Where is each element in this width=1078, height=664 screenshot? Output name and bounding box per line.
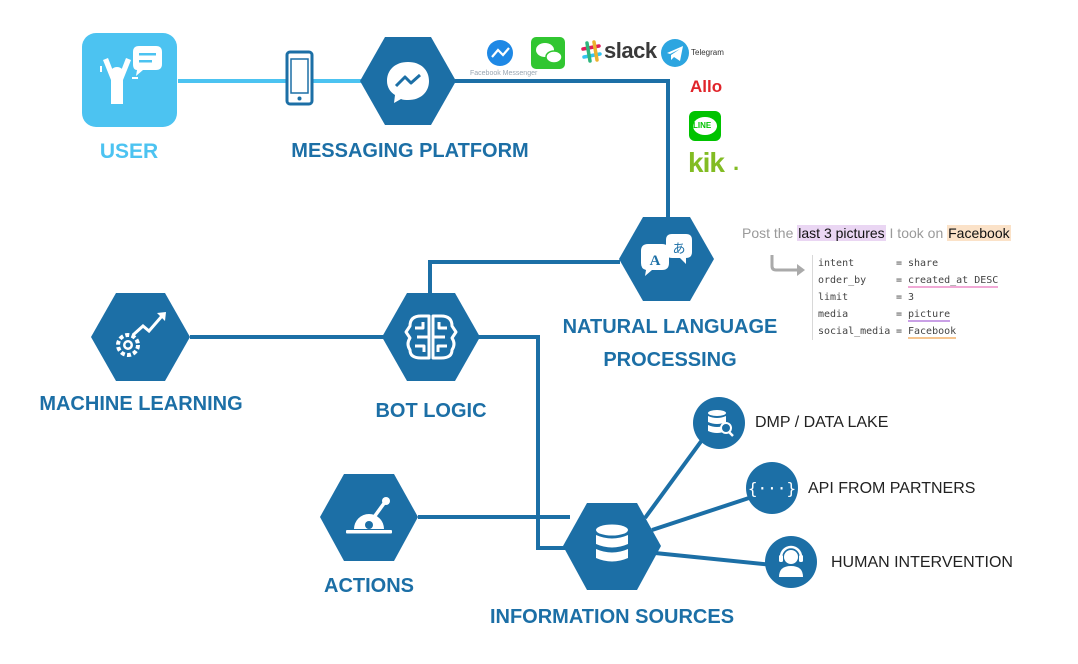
database-icon	[596, 524, 628, 562]
nlp-key: order_by	[818, 275, 867, 286]
nlp-label-line1: NATURAL LANGUAGE	[562, 316, 778, 338]
user-node[interactable]	[82, 33, 177, 127]
sentence-part: Post the	[742, 225, 798, 241]
bot-logic-node[interactable]	[382, 293, 480, 381]
botlogic-to-infosources-line	[478, 335, 570, 550]
nlp-key: social_media	[818, 326, 891, 337]
nlp-label-line2: PROCESSING	[603, 349, 737, 371]
nlp-row: media = picture	[818, 306, 998, 323]
telegram-logo	[661, 39, 689, 67]
messaging-platform-label: MESSAGING PLATFORM	[291, 140, 529, 162]
database-search-icon	[708, 410, 734, 437]
nlp-row: social_media = Facebook	[818, 323, 998, 340]
messaging-to-nlp-line	[455, 79, 670, 225]
facebook-messenger-logo	[487, 40, 513, 66]
machine-learning-node[interactable]	[91, 293, 190, 381]
slack-hash-icon	[581, 40, 602, 63]
nlp-key: media	[818, 309, 849, 320]
nlp-value: Facebook	[908, 326, 957, 339]
actions-label: ACTIONS	[324, 575, 414, 597]
nlp-row: order_by = created_at DESC	[818, 272, 999, 289]
nlp-row: intent = share	[818, 255, 998, 272]
dmp-node[interactable]	[693, 397, 745, 449]
nlp-key: limit	[818, 292, 849, 303]
human-intervention-label: HUMAN INTERVENTION	[831, 554, 1013, 571]
api-node[interactable]: {···}	[746, 462, 798, 514]
api-partners-label: API FROM PARTNERS	[808, 480, 976, 497]
svg-text:A: A	[650, 253, 661, 269]
nlp-eq: =	[896, 309, 903, 320]
infosources-to-api-line	[651, 495, 753, 532]
user-label: USER	[99, 140, 159, 163]
nlp-value: created_at DESC	[908, 275, 999, 288]
information-sources-label: INFORMATION SOURCES	[489, 606, 735, 628]
facebook-messenger-text: Facebook Messenger	[470, 70, 538, 77]
nlp-row: limit = 3	[818, 289, 998, 306]
slack-text: slack	[604, 38, 657, 63]
telegram-text: Telegram	[691, 48, 724, 57]
nlp-node[interactable]: A あ	[619, 217, 714, 301]
headset-agent-icon	[779, 545, 803, 577]
nlp-eq: =	[896, 258, 903, 269]
kik-dot: ·	[733, 156, 741, 181]
brain-icon	[404, 314, 458, 360]
nlp-key: intent	[818, 258, 855, 269]
nlp-eq: =	[896, 326, 903, 337]
sentence-part: I took on	[885, 225, 948, 241]
nlp-value: 3	[908, 292, 915, 303]
messaging-platform-node[interactable]	[360, 37, 456, 125]
lever-icon	[346, 497, 392, 534]
translate-icon: A あ	[641, 234, 692, 276]
line-text: LINE	[693, 121, 712, 130]
human-node[interactable]	[765, 536, 817, 588]
nlp-parsed-table: intent = share order_by = created_at DESC li…	[812, 255, 999, 340]
connectors	[178, 79, 774, 567]
nlp-value: picture	[908, 309, 951, 322]
bot-logic-label: BOT LOGIC	[375, 400, 487, 422]
sentence-highlight-quantity: last 3 pictures	[797, 225, 886, 241]
person-speech-icon	[100, 46, 162, 104]
kik-text: kik	[688, 147, 725, 178]
nlp-to-botlogic-line	[428, 260, 620, 300]
messenger-icon	[387, 62, 429, 103]
smartphone-icon	[285, 50, 314, 106]
nlp-eq: =	[896, 275, 903, 286]
api-braces-icon: {···}	[748, 479, 796, 498]
allo-text: Allo	[690, 77, 723, 96]
sentence-highlight-platform: Facebook	[947, 225, 1011, 241]
svg-text:あ: あ	[672, 242, 685, 257]
actions-node[interactable]	[320, 474, 418, 561]
nlp-eq: =	[896, 292, 903, 303]
infosources-to-dmp-line	[643, 434, 707, 520]
information-sources-node[interactable]	[563, 503, 661, 590]
arrow-down-right-icon	[770, 255, 805, 276]
nlp-example: Post the last 3 pictures I took on Faceb…	[742, 225, 1042, 340]
infosources-to-human-line	[654, 551, 774, 567]
nlp-value: share	[908, 258, 939, 269]
gear-chart-icon	[116, 312, 166, 357]
line-logo	[689, 111, 721, 141]
dmp-label: DMP / DATA LAKE	[755, 414, 889, 431]
machine-learning-label: MACHINE LEARNING	[39, 393, 243, 415]
nlp-example-sentence: Post the last 3 pictures I took on Faceb…	[742, 225, 1042, 241]
wechat-logo	[531, 37, 565, 69]
